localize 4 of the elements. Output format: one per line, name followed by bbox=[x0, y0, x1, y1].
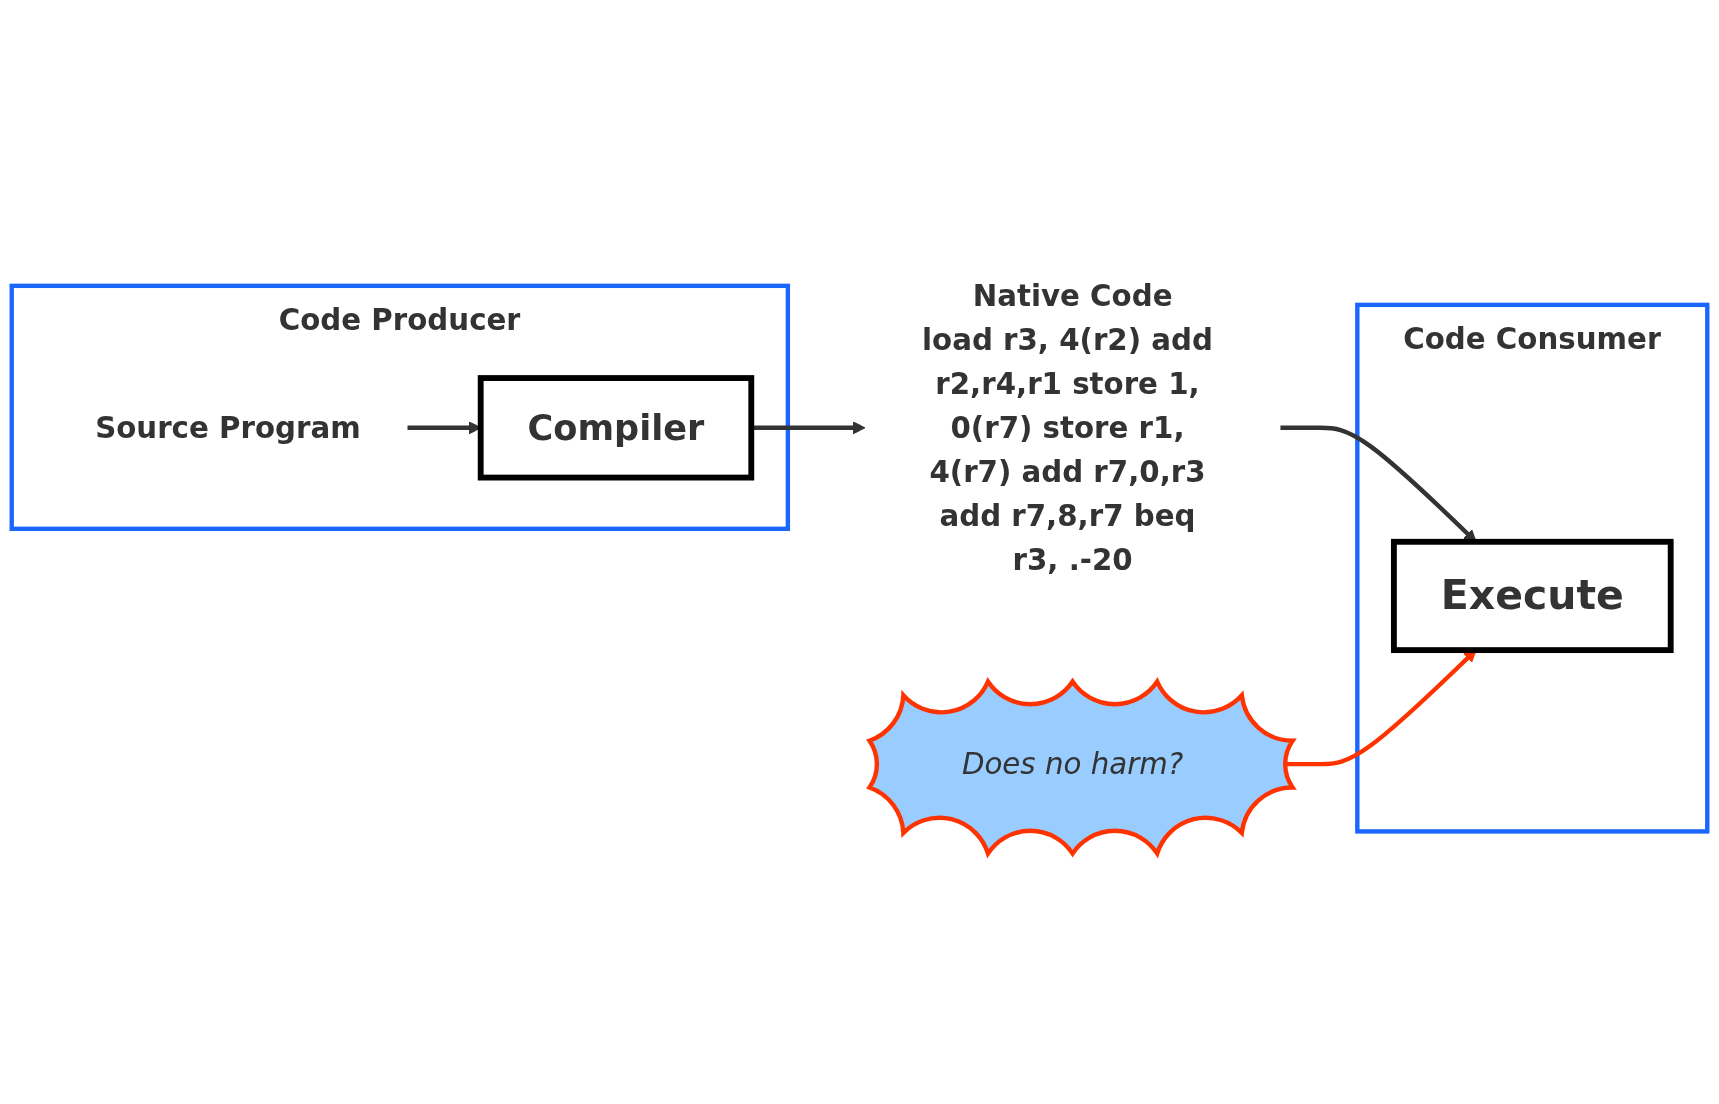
node-text: Source Program bbox=[95, 410, 361, 446]
node-box: Execute bbox=[1391, 538, 1674, 653]
node-text: Native Code load r3, 4(r2) add r2,r4,r1 store 1, 0(r7) store r1, 4(r7) add r7,0,r3 add r7,8,r7 beq r3, .-20 bbox=[922, 278, 1213, 577]
node-box: Compiler bbox=[477, 375, 755, 481]
